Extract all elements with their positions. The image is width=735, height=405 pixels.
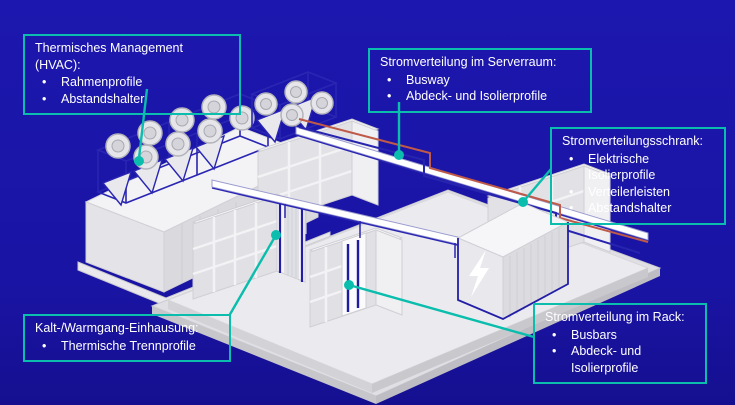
callout-item: Rahmenprofile (35, 74, 229, 91)
dot-serverraum (394, 150, 404, 160)
callout-serverraum: Stromverteilung im Serverraum: Busway Ab… (368, 48, 592, 113)
connector-einhausung (227, 234, 278, 317)
callout-schrank: Stromverteilungsschrank: Elektrische Iso… (550, 127, 726, 225)
callout-item: Abstandshalter (562, 200, 714, 217)
callout-dots (134, 150, 528, 290)
callout-list: Elektrische Isolierprofile Verteilerleis… (562, 151, 714, 217)
callout-item: Busway (380, 72, 580, 89)
callout-einhausung: Kalt-/Warmgang-Einhausung: Thermische Tr… (23, 314, 231, 362)
dot-rack (344, 280, 354, 290)
callout-title: Thermisches Management (HVAC): (35, 41, 183, 72)
callout-title: Kalt-/Warmgang-Einhausung: (35, 321, 199, 335)
callout-item: Abdeck- und Isolierprofile (545, 343, 695, 376)
callout-list: Busway Abdeck- und Isolierprofile (380, 72, 580, 105)
lightning-bolt-icon (469, 250, 489, 297)
callout-title: Stromverteilung im Rack: (545, 310, 685, 324)
dot-einhausung (271, 230, 281, 240)
connector-schrank (522, 168, 552, 203)
cold-warm-aisle-door (276, 195, 306, 283)
callout-title: Stromverteilungsschrank: (562, 134, 704, 148)
power-distribution-cabinet (456, 202, 570, 320)
callout-item: Abdeck- und Isolierprofile (380, 88, 580, 105)
server-rack-front-left (191, 193, 307, 300)
connector-rack (348, 283, 535, 339)
callout-rack: Stromverteilung im Rack: Busbars Abdeck-… (533, 303, 707, 384)
server-rack-front-middle (308, 227, 404, 328)
callout-list: Busbars Abdeck- und Isolierprofile (545, 327, 695, 377)
callout-item: Verteilerleisten (562, 184, 714, 201)
callout-list: Rahmenprofile Abstandshalter (35, 74, 229, 107)
rack-busbars (341, 232, 367, 317)
callout-item: Thermische Trennprofile (35, 338, 219, 355)
callout-hvac: Thermisches Management (HVAC): Rahmenpro… (23, 34, 241, 115)
callout-item: Elektrische Isolierprofile (562, 151, 714, 184)
red-power-cable (298, 118, 649, 243)
callout-item: Abstandshalter (35, 91, 229, 108)
dot-hvac (134, 156, 144, 166)
callout-title: Stromverteilung im Serverraum: (380, 55, 557, 69)
callout-item: Busbars (545, 327, 695, 344)
callout-list: Thermische Trennprofile (35, 338, 219, 355)
dot-schrank (518, 197, 528, 207)
callout-connectors (137, 88, 552, 339)
rack-row-front (191, 193, 404, 328)
